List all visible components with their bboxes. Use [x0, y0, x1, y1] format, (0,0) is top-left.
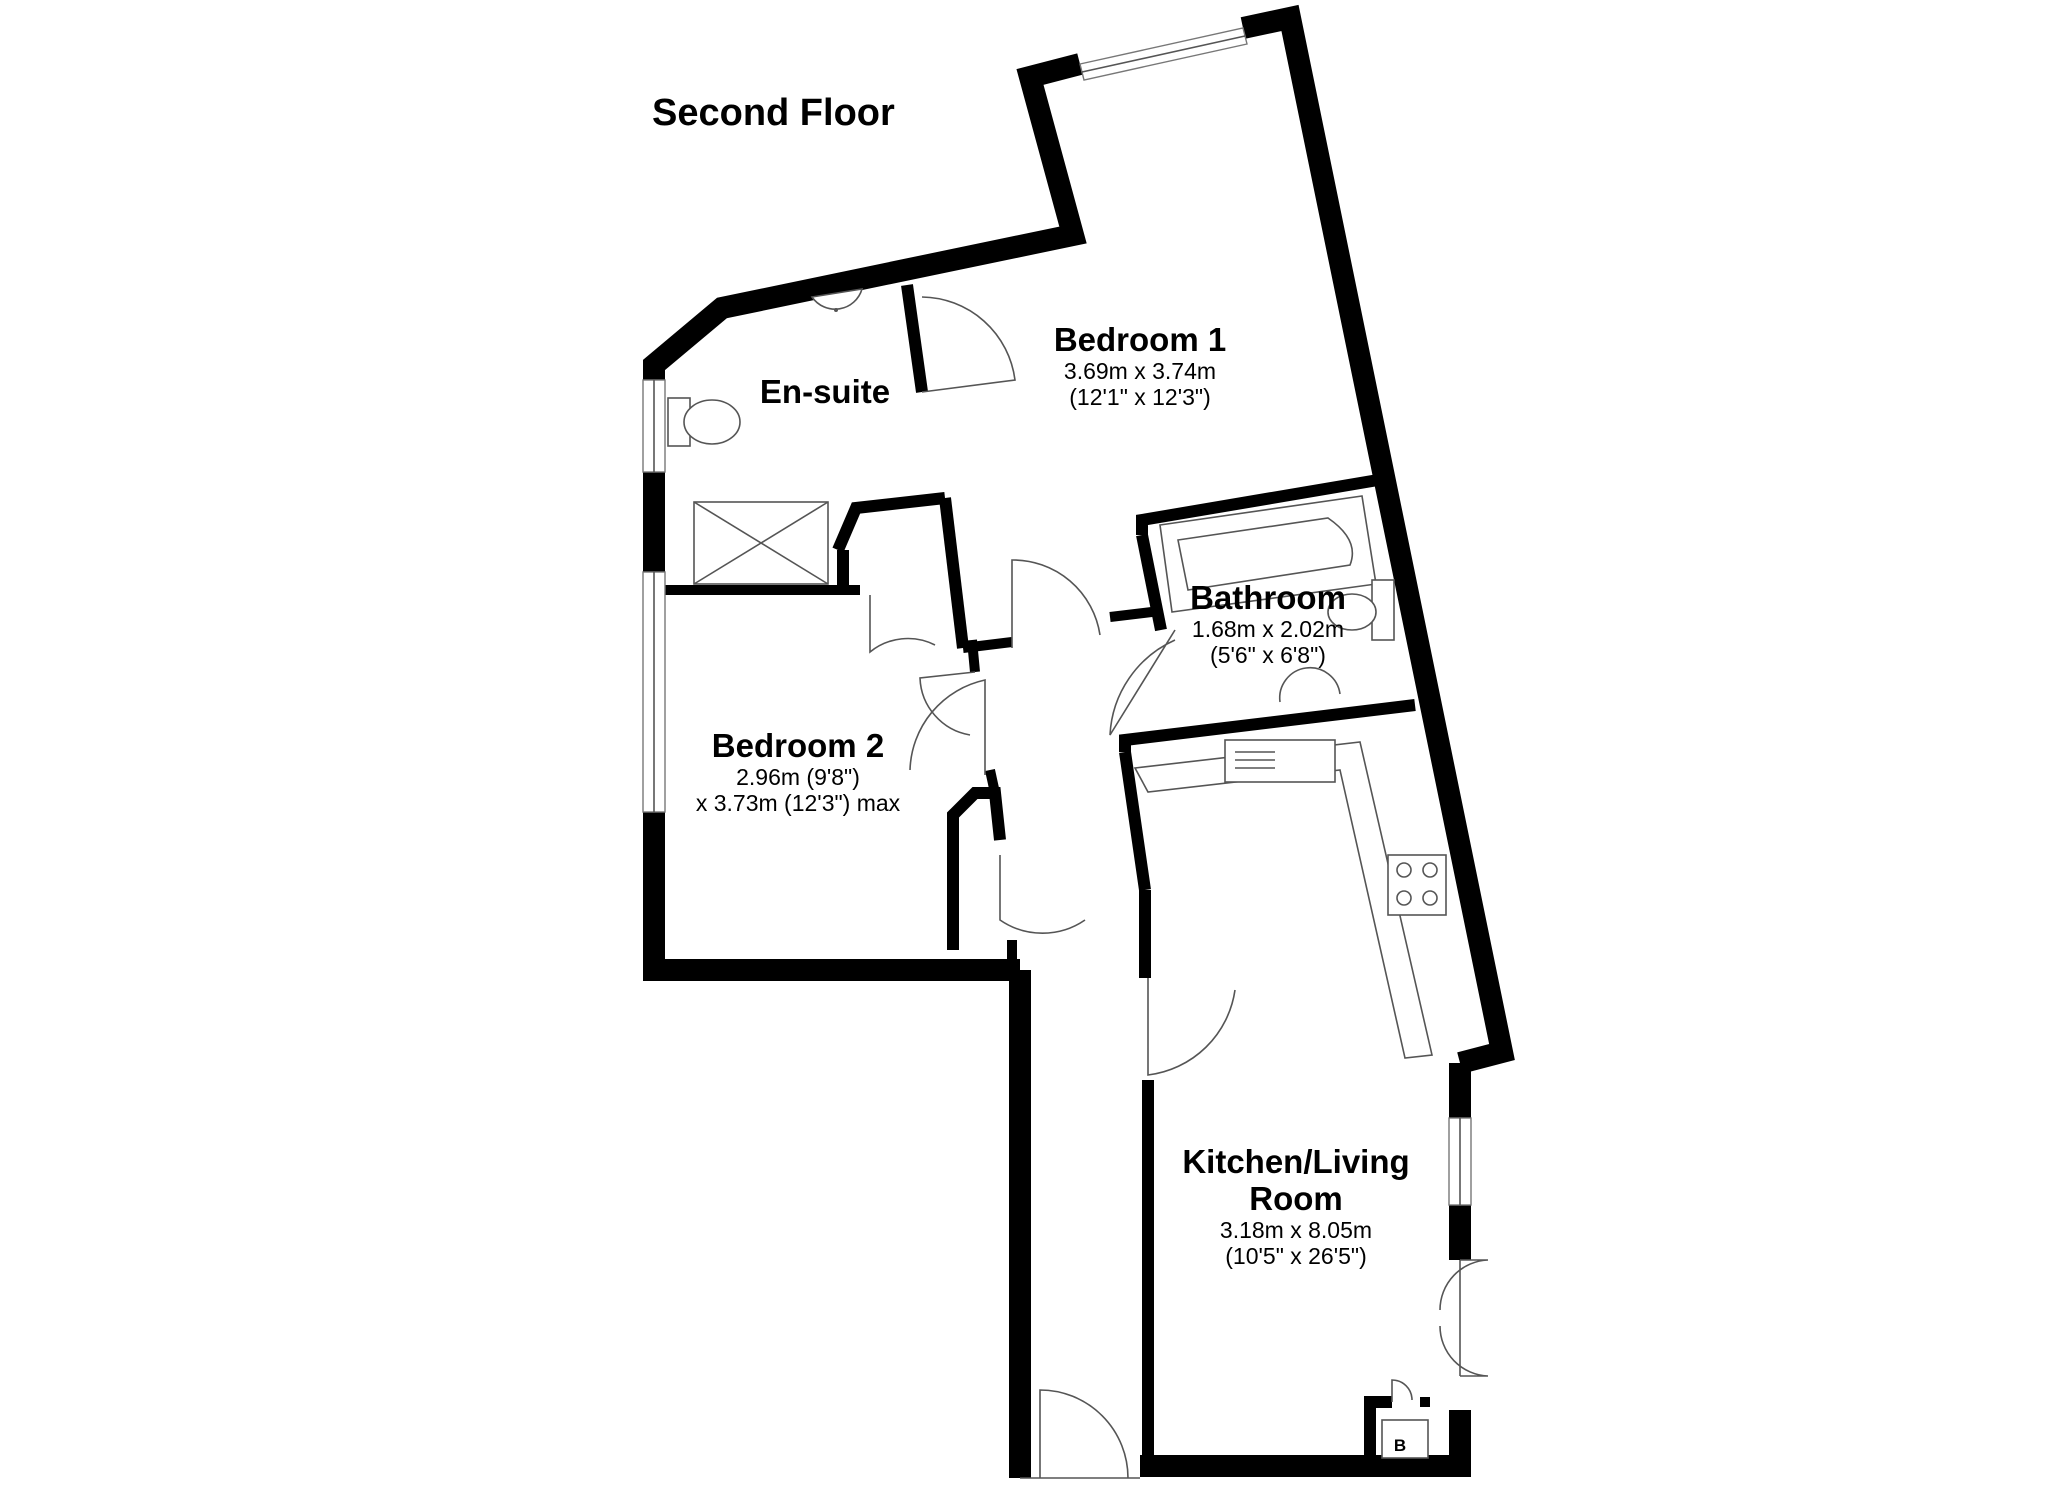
bathroom-dim-imperial: (5'6" x 6'8") [1210, 641, 1326, 668]
ensuite-name: En-suite [759, 373, 891, 410]
door-ensuite-closet[interactable] [869, 595, 936, 654]
wall-closet-right [967, 639, 980, 673]
exterior-walls [643, 4, 1515, 1478]
wall-hall-cupboard [947, 787, 1006, 950]
boiler-label: B [1393, 1436, 1407, 1455]
door-entrance[interactable] [1039, 1389, 1129, 1479]
bedroom2-dim-line1: 2.96m (9'8") [736, 763, 860, 790]
wall-ensuite-bedroom1 [901, 284, 928, 393]
bedroom1-dim-metric: 3.69m x 3.74m [1063, 357, 1217, 384]
bedroom1-name: Bedroom 1 [1053, 321, 1227, 358]
floor-title: Second Floor [652, 92, 895, 134]
kitchen-dim-metric: 3.18m x 8.05m [1219, 1216, 1373, 1243]
kitchen-worktop [1133, 741, 1433, 1059]
bathroom-name: Bathroom [1190, 579, 1346, 616]
doors [869, 296, 1489, 1479]
toilet-bowl [683, 399, 741, 445]
door-bedroom2[interactable] [909, 679, 986, 775]
bathroom-toilet-bowl [1327, 593, 1377, 631]
door-kitchen[interactable] [1147, 978, 1236, 1076]
wall-kitchen-left-upper [1119, 751, 1151, 891]
door-bathroom[interactable] [1109, 629, 1176, 736]
windows [642, 27, 1472, 1206]
wall-ensuite-closet [832, 492, 946, 553]
door-bedroom1[interactable] [1011, 559, 1101, 648]
interior-walls [660, 284, 1430, 1466]
bedroom2-dim-line2: x 3.73m (12'3") max [695, 789, 901, 816]
fixtures [667, 288, 1447, 1459]
wall-kitchen-bottom [1140, 1410, 1471, 1477]
door-ensuite[interactable] [921, 296, 1016, 393]
door-boiler[interactable] [1391, 1379, 1413, 1402]
kitchen-label: Kitchen/Living Room 3.18m x 8.05m (10'5"… [1182, 1143, 1410, 1269]
bedroom2-label: Bedroom 2 2.96m (9'8") x 3.73m (12'3") m… [695, 727, 901, 816]
kitchen-dim-imperial: (10'5" x 26'5") [1225, 1242, 1367, 1269]
wall-bathroom-top [1136, 474, 1380, 535]
bedroom2-name: Bedroom 2 [711, 727, 885, 764]
ensuite-tap [834, 308, 838, 312]
kitchen-hob [1387, 854, 1447, 916]
wall-bathroom-bottom [1119, 699, 1416, 752]
door-french-1[interactable] [1439, 1259, 1489, 1311]
door-cupboard[interactable] [999, 855, 1086, 934]
kitchen-name-line1: Kitchen/Living [1182, 1143, 1410, 1180]
wall-bedroom1-hall [939, 497, 969, 649]
bathroom-dim-metric: 1.68m x 2.02m [1191, 615, 1345, 642]
kitchen-name-line2: Room [1249, 1179, 1343, 1217]
boiler [1381, 1419, 1429, 1459]
kitchen-sink [1224, 739, 1336, 783]
ensuite-label: En-suite [759, 373, 891, 411]
bathroom-label: Bathroom 1.68m x 2.02m (5'6" x 6'8") [1190, 579, 1346, 668]
ensuite-basin [810, 288, 864, 310]
wall-cupboard-stub [985, 768, 1000, 795]
door-french-2[interactable] [1439, 1325, 1489, 1377]
bathroom-basin [1278, 666, 1341, 703]
wall-upper-left [643, 53, 1087, 380]
wall-boiler [1364, 1396, 1392, 1460]
door-closet-hall[interactable] [919, 671, 976, 736]
wall-bathroom-stub [1109, 606, 1161, 622]
bedroom1-dim-imperial: (12'1" x 12'3") [1069, 383, 1211, 410]
wall-top-right [1240, 4, 1515, 1074]
bedroom1-label: Bedroom 1 3.69m x 3.74m (12'1" x 12'3") [1053, 321, 1227, 410]
